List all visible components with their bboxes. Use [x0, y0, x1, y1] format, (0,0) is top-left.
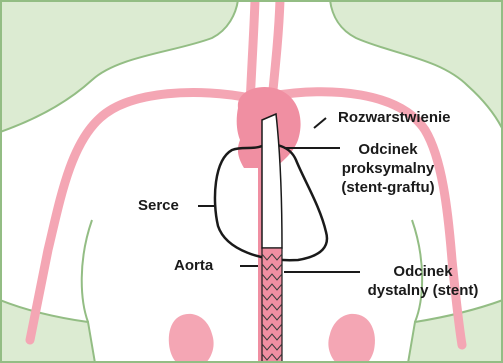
label-proximal-line3: (stent-graftu)	[322, 178, 454, 197]
label-distal-line1: Odcinek	[358, 262, 488, 281]
label-distal: Odcinek dystalny (stent)	[358, 262, 488, 300]
label-proximal: Odcinek proksymalny (stent-graftu)	[322, 140, 454, 197]
label-proximal-line2: proksymalny	[322, 159, 454, 178]
stent-distal-mesh	[262, 248, 282, 363]
label-heart: Serce	[138, 196, 179, 215]
label-distal-line2: dystalny (stent)	[358, 281, 488, 300]
label-aorta: Aorta	[174, 256, 213, 275]
label-dissection: Rozwarstwienie	[338, 108, 451, 127]
label-proximal-line1: Odcinek	[322, 140, 454, 159]
